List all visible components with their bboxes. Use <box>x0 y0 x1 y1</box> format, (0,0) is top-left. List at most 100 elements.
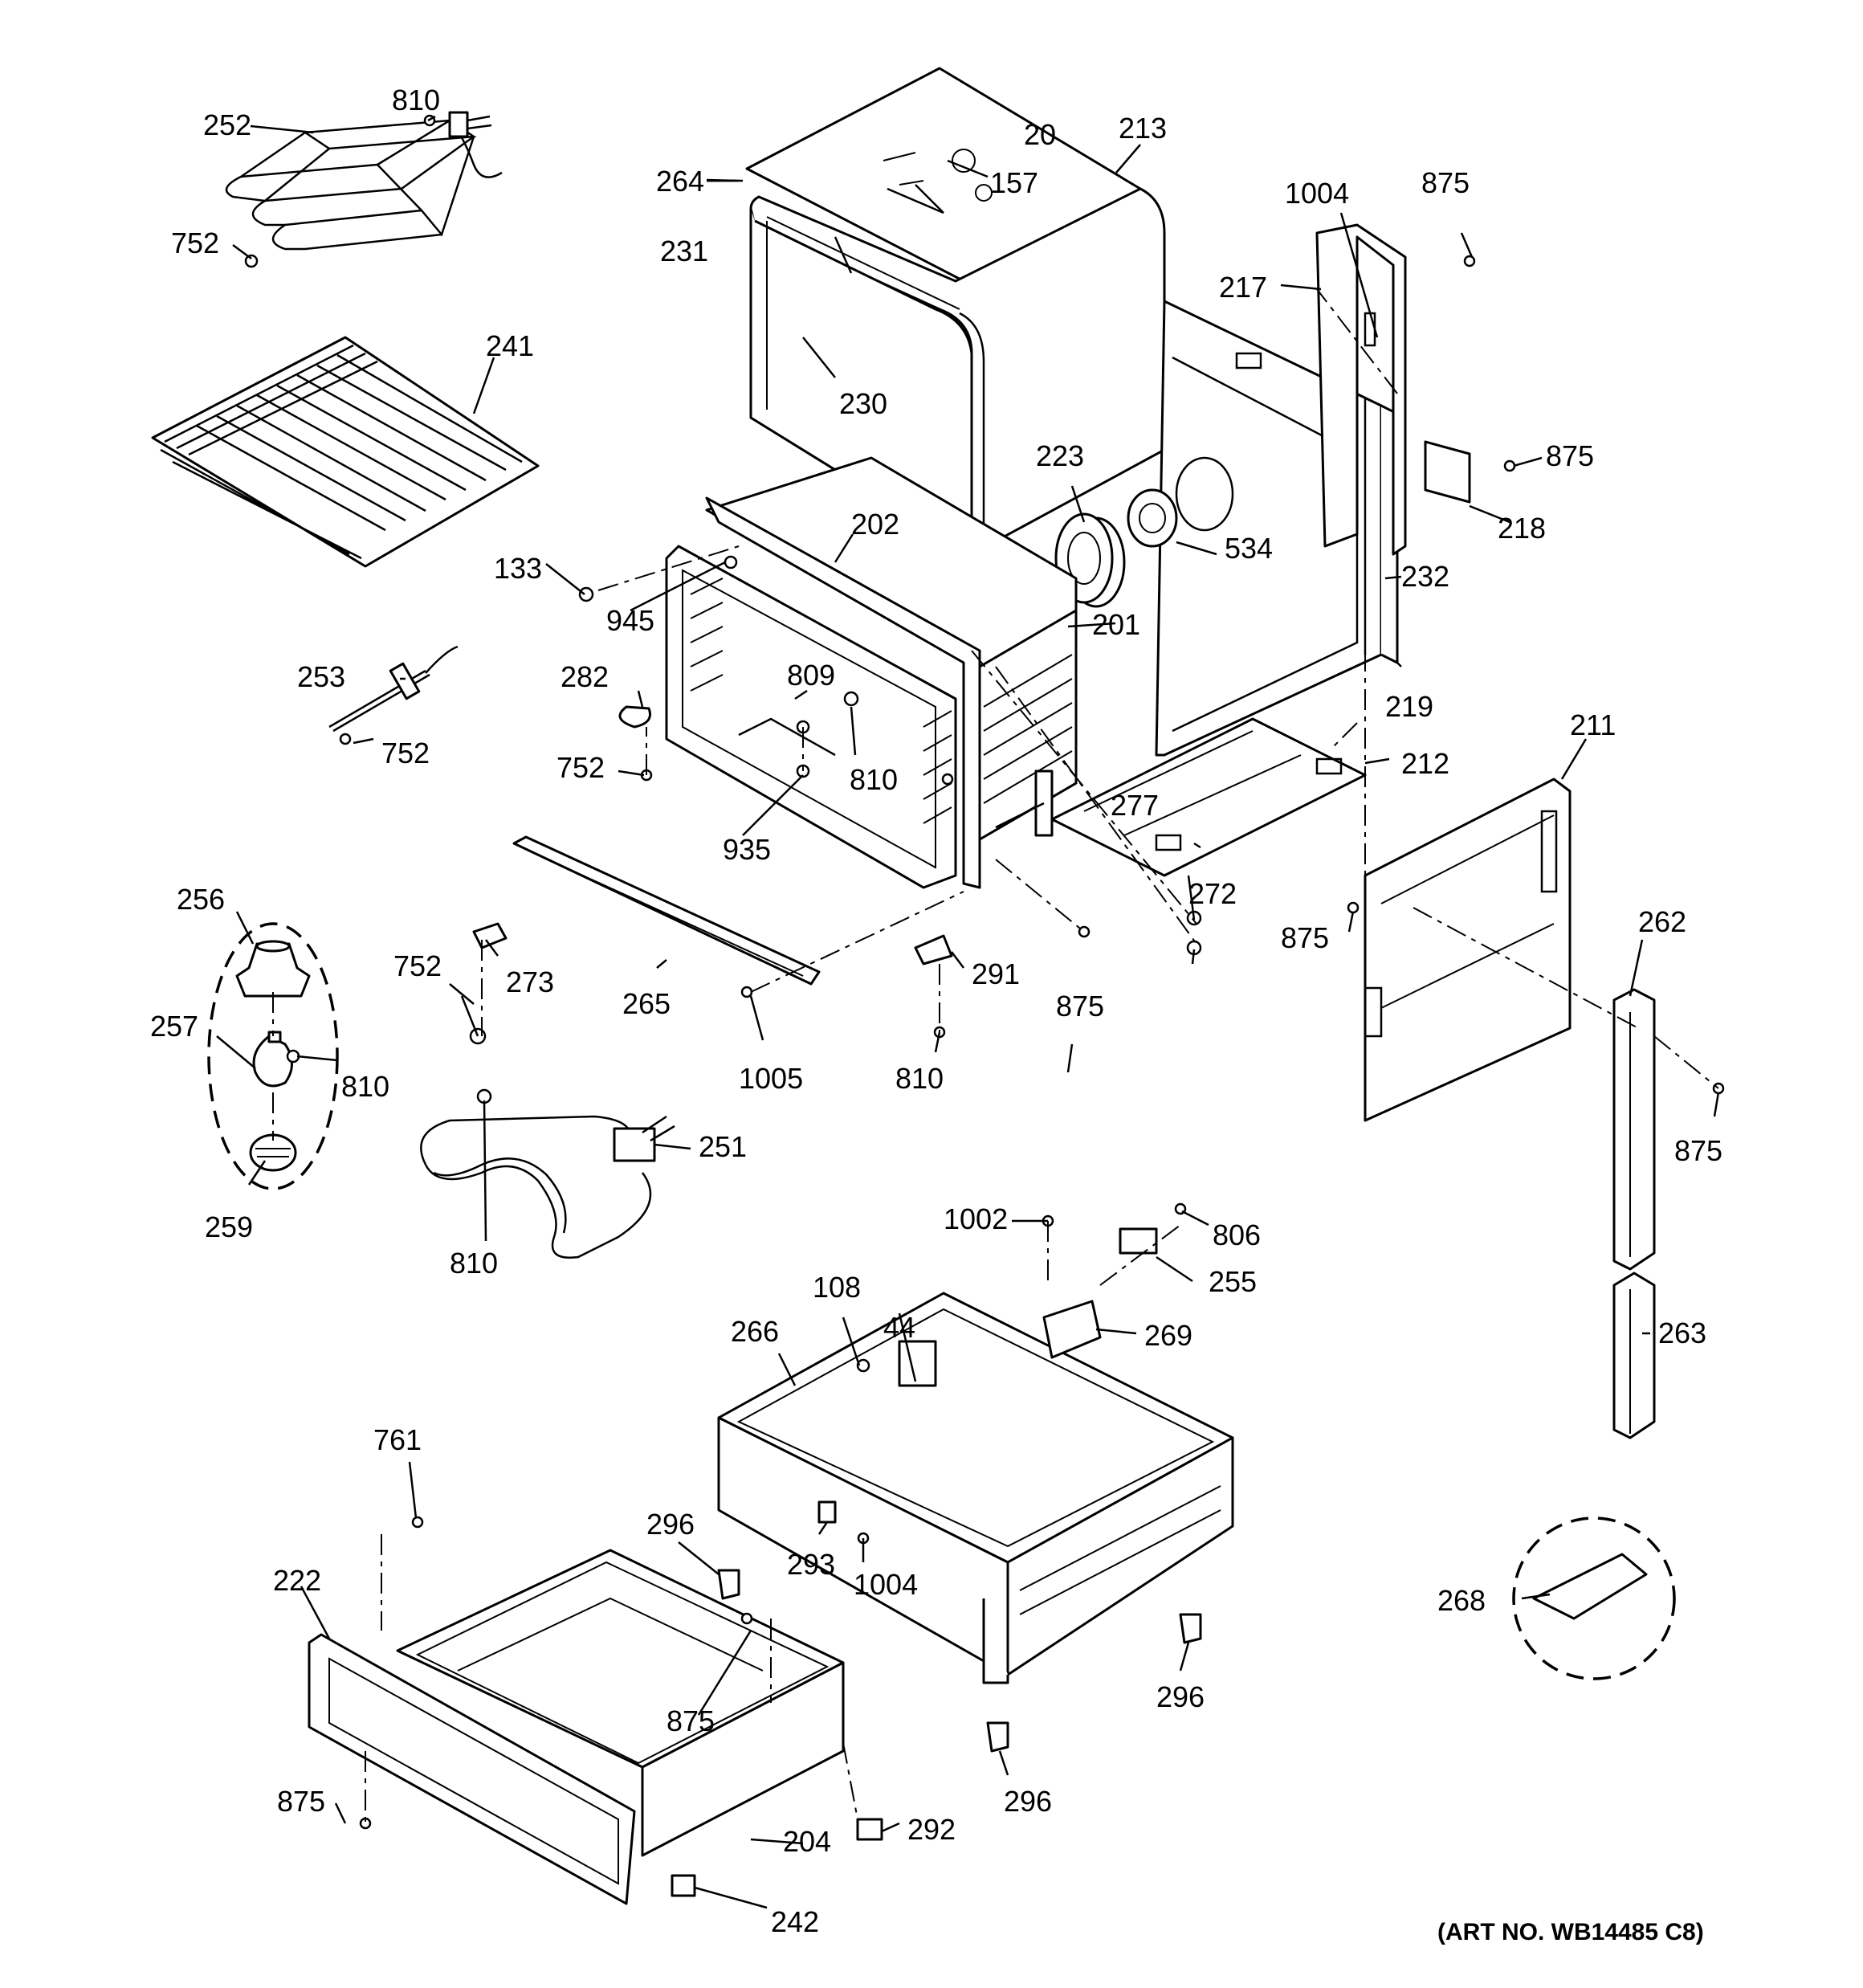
label-44: 44 <box>883 1311 915 1344</box>
label-273: 273 <box>506 965 554 998</box>
label-269: 269 <box>1144 1319 1192 1352</box>
label-253: 253 <box>297 660 345 693</box>
label-810a: 810 <box>392 84 440 116</box>
art-number: (ART NO. WB14485 C8) <box>1437 1919 1704 1945</box>
label-217: 217 <box>1219 271 1267 304</box>
oven-wrapper-231 <box>749 187 1166 557</box>
label-1004a: 1004 <box>1285 177 1349 210</box>
label-534: 534 <box>1225 532 1273 565</box>
label-231: 231 <box>660 235 708 267</box>
side-bracket-217 <box>1315 223 1471 556</box>
label-272: 272 <box>1188 877 1237 910</box>
label-212: 212 <box>1401 747 1449 780</box>
side-trim-262 <box>1612 988 1656 1271</box>
convection-fan-223 <box>1054 456 1234 608</box>
clip-291 <box>914 934 953 965</box>
label-202: 202 <box>851 508 899 541</box>
label-241: 241 <box>486 329 534 362</box>
label-133: 133 <box>494 552 542 585</box>
clip-242 <box>671 1874 696 1897</box>
oven-bottom-212 <box>1050 717 1367 877</box>
label-752b: 752 <box>381 737 430 769</box>
label-252: 252 <box>203 108 251 141</box>
label-1005: 1005 <box>739 1062 803 1095</box>
label-211: 211 <box>1570 708 1616 741</box>
label-232: 232 <box>1401 560 1449 593</box>
label-266: 266 <box>731 1315 779 1348</box>
hinge-receptacle-282 <box>618 705 651 729</box>
label-752a: 752 <box>171 227 219 259</box>
label-219: 219 <box>1385 690 1433 723</box>
label-263: 263 <box>1658 1316 1706 1349</box>
label-810b: 810 <box>850 763 898 796</box>
label-296c: 296 <box>1004 1785 1052 1818</box>
label-262: 262 <box>1638 905 1686 938</box>
label-875e: 875 <box>1674 1134 1722 1167</box>
label-875a: 875 <box>1421 166 1470 199</box>
label-218: 218 <box>1498 512 1546 545</box>
clip-293 <box>817 1500 837 1524</box>
vent-trim-265 <box>512 835 821 986</box>
label-277: 277 <box>1111 789 1159 822</box>
broil-element-252 <box>225 111 503 251</box>
oven-sensor-253 <box>328 645 459 733</box>
side-trim-263 <box>1612 1272 1656 1439</box>
label-809: 809 <box>787 659 835 692</box>
label-291: 291 <box>972 957 1020 990</box>
oven-rack-241 <box>151 336 540 568</box>
label-752c: 752 <box>556 751 605 784</box>
label-255: 255 <box>1209 1265 1257 1298</box>
label-296a: 296 <box>646 1508 695 1541</box>
label-875b: 875 <box>1546 439 1594 472</box>
label-875f: 875 <box>667 1704 715 1737</box>
label-256: 256 <box>177 883 225 916</box>
label-1004b: 1004 <box>854 1568 918 1601</box>
label-257: 257 <box>150 1010 198 1043</box>
label-230: 230 <box>839 387 887 420</box>
label-282: 282 <box>561 660 609 693</box>
terminal-block-255 <box>1119 1227 1158 1255</box>
label-201: 201 <box>1092 608 1140 641</box>
label-251: 251 <box>699 1130 747 1163</box>
alignment-lines <box>272 288 1719 1823</box>
label-806: 806 <box>1213 1219 1261 1251</box>
oven-lamp-assembly-256 <box>207 922 339 1190</box>
label-157: 157 <box>990 166 1038 199</box>
label-20: 20 <box>1024 118 1056 151</box>
label-265: 265 <box>622 987 671 1020</box>
label-1002: 1002 <box>944 1202 1008 1235</box>
label-293: 293 <box>787 1548 835 1581</box>
oven-back-panel-232 <box>1155 300 1399 757</box>
label-875c: 875 <box>1281 921 1329 954</box>
detail-circle-268 <box>1512 1517 1676 1680</box>
label-222: 222 <box>273 1564 321 1597</box>
label-875g: 875 <box>277 1785 325 1818</box>
clip-292 <box>856 1818 883 1841</box>
label-935: 935 <box>723 833 771 866</box>
label-223: 223 <box>1036 439 1084 472</box>
label-761: 761 <box>373 1423 422 1456</box>
storage-drawer-204 <box>308 1549 845 1905</box>
side-panel-211 <box>1364 778 1572 1122</box>
label-945: 945 <box>606 604 654 637</box>
label-264: 264 <box>656 165 704 198</box>
label-268: 268 <box>1437 1584 1486 1617</box>
label-242: 242 <box>771 1905 819 1938</box>
bake-element-251 <box>420 1115 675 1259</box>
clip-268 <box>1532 1553 1648 1620</box>
label-875d: 875 <box>1056 990 1104 1023</box>
label-292: 292 <box>907 1813 956 1846</box>
leader-lines <box>216 115 1720 1909</box>
label-810d: 810 <box>450 1247 498 1280</box>
label-259: 259 <box>205 1210 253 1243</box>
bracket-269 <box>1042 1300 1102 1359</box>
label-296b: 296 <box>1156 1680 1205 1713</box>
callout-labels: 20 44 108 133 157 201 202 204 211 212 21… <box>150 84 1722 1938</box>
label-204: 204 <box>783 1825 831 1858</box>
label-810e: 810 <box>895 1062 944 1095</box>
label-108: 108 <box>813 1271 861 1304</box>
label-213: 213 <box>1119 112 1167 145</box>
label-752d: 752 <box>393 949 442 982</box>
label-810c: 810 <box>341 1070 389 1103</box>
